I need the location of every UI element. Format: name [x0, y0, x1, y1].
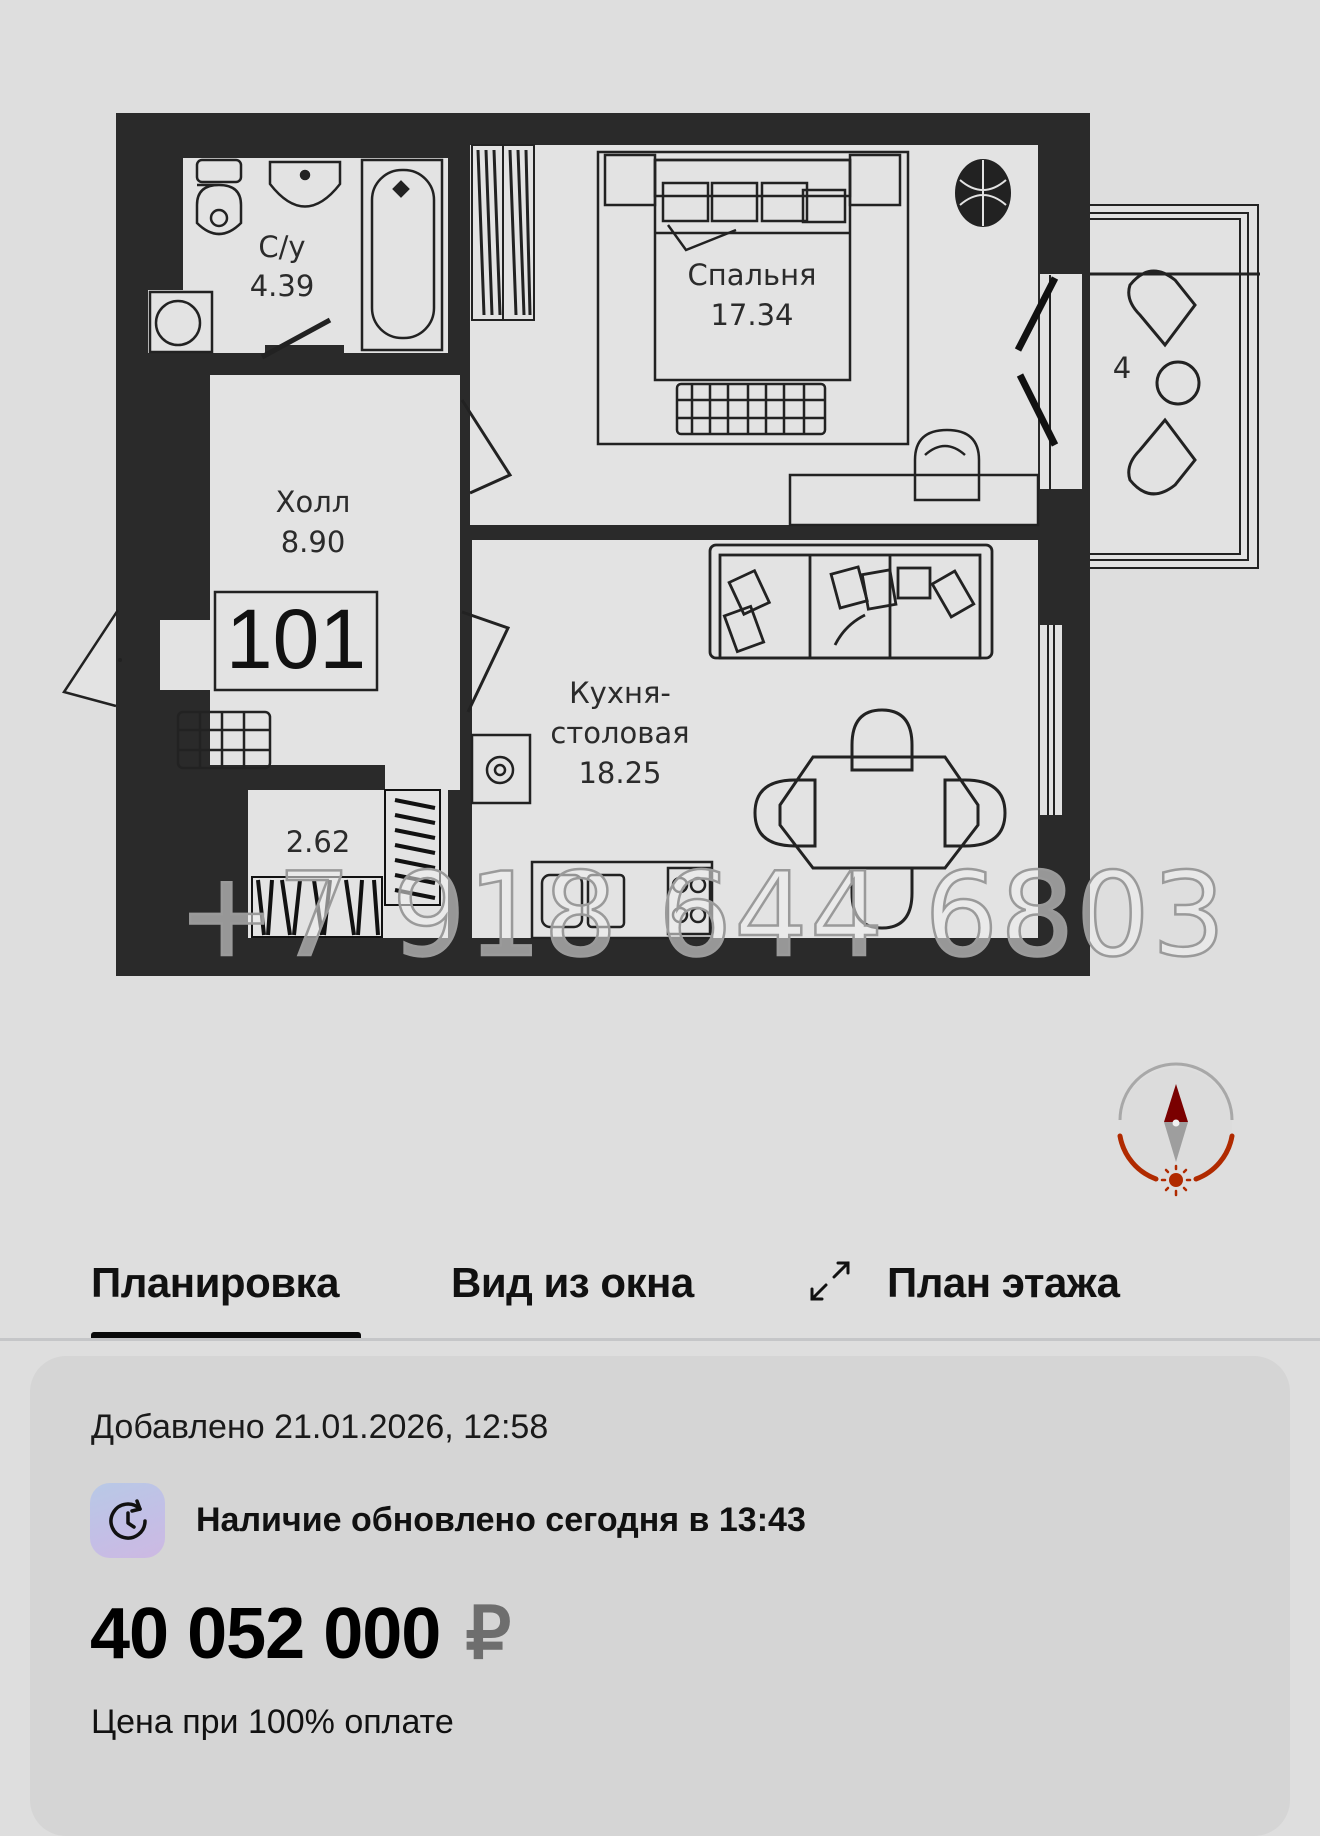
desk-icon [788, 428, 1040, 527]
listing-info-card: Добавлено 21.01.2026, 12:58 Наличие обно… [30, 1356, 1290, 1836]
tab-floor-plan[interactable]: План этажа [887, 1259, 1120, 1306]
added-date: Добавлено 21.01.2026, 12:58 [91, 1408, 549, 1446]
tab-layout[interactable]: Планировка [91, 1259, 339, 1306]
tab-window-view[interactable]: Вид из окна [451, 1259, 694, 1306]
phone-watermark: +7 918 644 6803 [178, 848, 1228, 983]
compass-button[interactable] [1112, 1062, 1240, 1202]
view-tabs: Планировка Вид из окна План этажа [0, 1240, 1320, 1341]
room-area-storage: 2.62 [286, 825, 351, 859]
plant-icon [955, 159, 1011, 227]
dining-table-icon [753, 708, 1007, 930]
room-area-bedroom: 17.34 [710, 298, 793, 332]
compass-icon [1117, 1062, 1235, 1197]
price: 40 052 000 ₽ [90, 1591, 511, 1675]
room-area-bathroom: 4.39 [250, 269, 315, 303]
kitchen-window [1040, 625, 1062, 815]
apartment-number: 101 [226, 592, 366, 686]
floor-plan: 4 С/у 4.39 [62, 113, 1260, 984]
kitchen-fixtures [470, 733, 714, 940]
balcony-door [1014, 274, 1082, 490]
storage-rack-icon [251, 789, 441, 938]
room-label-kitchen-2: столовая [550, 716, 689, 750]
sofa-icon [708, 543, 994, 660]
shoe-rack-icon [176, 710, 272, 770]
price-note: Цена при 100% оплате [91, 1703, 454, 1741]
wardrobe-icon [471, 144, 535, 321]
currency-symbol: ₽ [465, 1594, 511, 1674]
room-label-kitchen: Кухня- [569, 676, 671, 710]
balcony-label: 4 [1113, 351, 1131, 385]
clock-refresh-icon [109, 1499, 147, 1540]
availability-status: Наличие обновлено сегодня в 13:43 [196, 1501, 806, 1539]
room-area-kitchen: 18.25 [578, 756, 661, 790]
apartment-number-box [213, 590, 379, 692]
bathroom-fixtures [148, 158, 444, 360]
price-value: 40 052 000 [90, 1594, 441, 1674]
entrance-door [62, 609, 122, 708]
room-label-bedroom: Спальня [687, 258, 816, 292]
tabs-divider [0, 1338, 1320, 1341]
room-label-hall: Холл [276, 485, 351, 519]
room-label-bathroom: С/у [258, 230, 305, 264]
availability-icon-badge [90, 1483, 165, 1558]
bed-icon [596, 150, 910, 446]
balcony [960, 204, 1260, 569]
active-tab-indicator [91, 1332, 361, 1338]
room-area-hall: 8.90 [281, 525, 346, 559]
expand-arrows-icon[interactable] [808, 1259, 852, 1303]
